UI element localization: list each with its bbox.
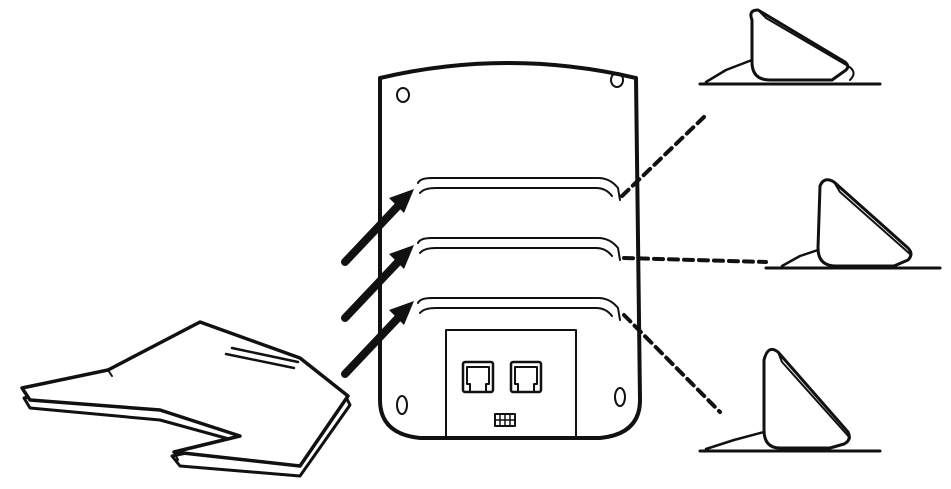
- screw-hole-bottom-left: [396, 395, 408, 415]
- screw-hole-bottom-right: [614, 387, 626, 407]
- phone-back-panel: [378, 61, 642, 440]
- phone-side-view-low-angle: [698, 8, 882, 86]
- leader-line-bottom: [622, 313, 722, 414]
- connector-panel: [445, 329, 577, 439]
- insert-arrow-bottom: [341, 301, 414, 378]
- stand-slot-top: [417, 177, 621, 201]
- leader-line-top: [620, 115, 706, 198]
- stand-slot-bottom: [417, 297, 621, 321]
- screw-hole-top-left: [396, 87, 410, 103]
- phone-side-view-mid-angle: [764, 178, 942, 270]
- desk-stand: [20, 320, 352, 478]
- rj-jack-right: [509, 360, 543, 394]
- leader-line-middle: [622, 256, 768, 264]
- insert-arrow-middle: [341, 245, 414, 322]
- dip-switch: [494, 413, 516, 427]
- rj-jack-left: [461, 360, 495, 394]
- screw-hole-top-right: [610, 72, 624, 88]
- insert-arrow-top: [341, 189, 414, 266]
- phone-side-view-high-angle: [698, 347, 882, 453]
- stand-slot-middle: [417, 237, 621, 261]
